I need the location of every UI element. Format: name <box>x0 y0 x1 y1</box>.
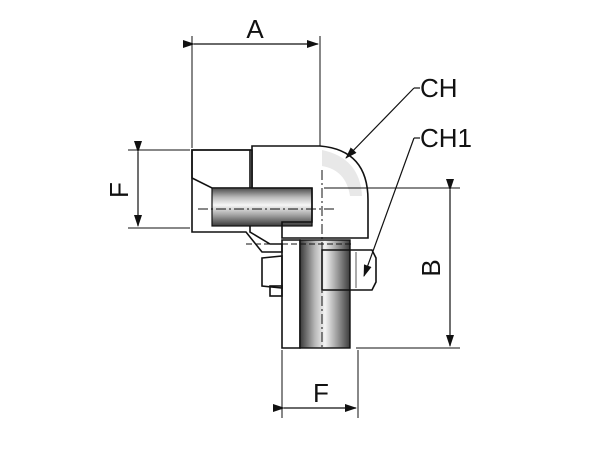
dimension-f-bottom-label: F <box>313 378 329 408</box>
dimension-f-left: F <box>104 141 190 229</box>
lower-shaft <box>299 239 351 349</box>
dimension-b: B <box>324 179 460 349</box>
fitting-body <box>191 145 377 349</box>
callout-ch1-label: CH1 <box>420 123 472 153</box>
horizontal-bore <box>211 187 313 227</box>
left-nut <box>261 255 283 289</box>
locknut <box>321 249 377 291</box>
left-port-shaded <box>191 149 253 189</box>
callout-ch1: CH1 <box>363 123 472 277</box>
dimension-b-label: B <box>416 259 446 276</box>
lower-section <box>281 239 301 349</box>
dimension-f-bottom: F <box>273 350 359 418</box>
elbow-highlight <box>322 150 362 196</box>
left-nut-tab <box>269 285 283 297</box>
callout-ch: CH <box>345 73 458 159</box>
elbow-body <box>251 145 369 239</box>
callout-ch-label: CH <box>420 73 458 103</box>
dimension-a-label: A <box>246 14 264 44</box>
dimension-a: A <box>183 14 321 148</box>
dimension-f-left-label: F <box>104 182 134 198</box>
